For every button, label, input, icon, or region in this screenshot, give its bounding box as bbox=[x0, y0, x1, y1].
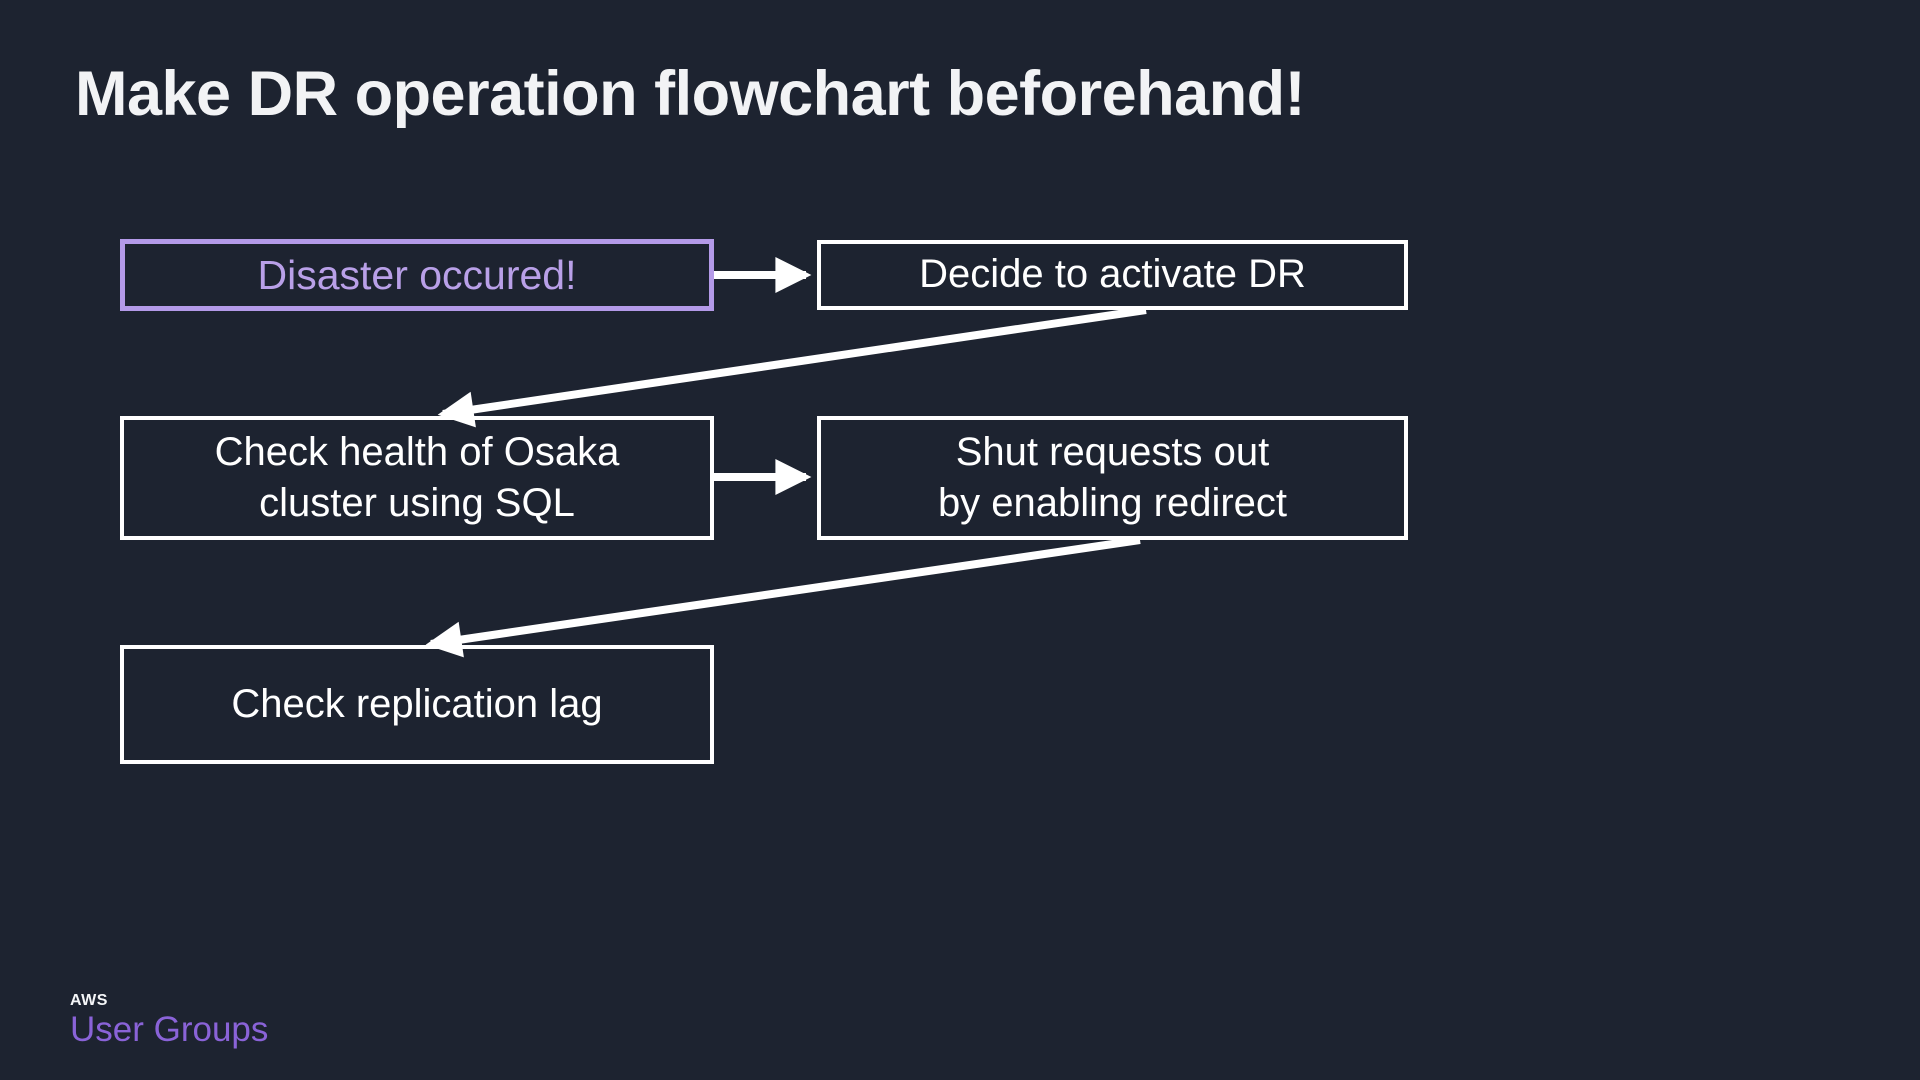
aws-logo-text: AWS bbox=[70, 992, 108, 1009]
connector-decide-to-check-health-arrow bbox=[437, 306, 1147, 428]
flowchart-node-shut-requests-redirect: Shut requests out by enabling redirect bbox=[817, 416, 1408, 540]
aws-user-groups-logo: AWS User Groups bbox=[70, 992, 269, 1049]
connector-shut-requests-to-check-lag-arrow bbox=[425, 536, 1141, 658]
flowchart-node-check-replication-lag: Check replication lag bbox=[120, 645, 714, 764]
user-groups-logo-text: User Groups bbox=[70, 1010, 269, 1049]
flowchart-node-disaster-occured: Disaster occured! bbox=[120, 239, 714, 311]
flowchart-node-decide-to-activate-dr: Decide to activate DR bbox=[817, 240, 1408, 310]
flowchart-node-check-health-osaka-cluster: Check health of Osaka cluster using SQL bbox=[120, 416, 714, 540]
slide-title: Make DR operation flowchart beforehand! bbox=[75, 59, 1306, 129]
